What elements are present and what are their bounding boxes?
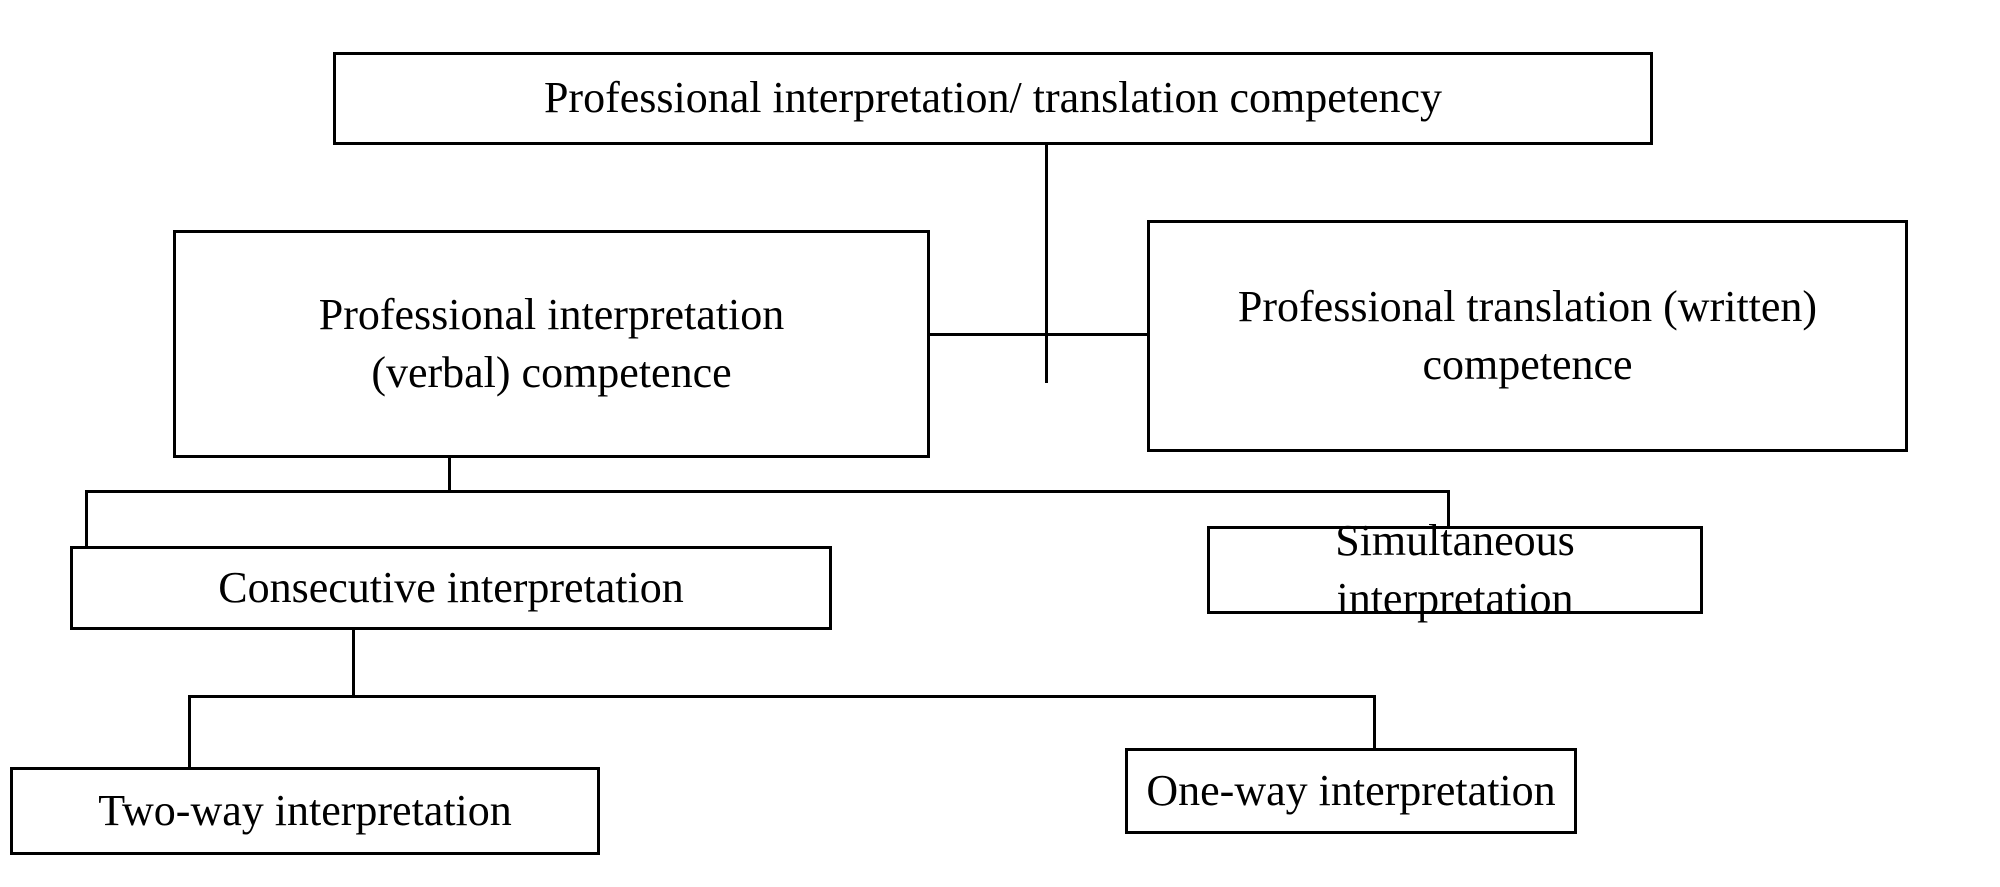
- node-label-consecutive: Consecutive interpretation: [218, 562, 684, 612]
- node-two-way-interpretation: Two-way interpretation: [10, 767, 600, 855]
- node-label-one-way: One-way interpretation: [1146, 765, 1556, 815]
- node-one-way-interpretation: One-way interpretation: [1125, 748, 1577, 834]
- node-label-simultaneous: Simultaneous interpretation: [1335, 515, 1575, 623]
- connector-level2-bar: [930, 333, 1150, 336]
- connector-simultaneous-drop: [1447, 490, 1450, 557]
- node-label-interpretation: Professional interpretation (verbal) com…: [318, 289, 785, 397]
- connector-two-way-drop: [188, 695, 191, 771]
- node-simultaneous-interpretation: Simultaneous interpretation: [1207, 516, 1703, 623]
- connector-level3-bar: [85, 490, 1450, 493]
- node-professional-translation: Professional translation (written) compe…: [1147, 220, 1908, 452]
- node-consecutive-interpretation: Consecutive interpretation: [70, 546, 832, 630]
- connector-one-way-drop: [1373, 695, 1376, 772]
- connector-consecutive-stem: [352, 620, 355, 696]
- connector-root-stem: [1045, 145, 1048, 383]
- connector-level4-bar: [188, 695, 1376, 698]
- node-label-two-way: Two-way interpretation: [98, 785, 512, 835]
- connector-consecutive-drop: [85, 490, 88, 558]
- node-professional-interpretation: Professional interpretation (verbal) com…: [173, 230, 930, 458]
- node-label-translation: Professional translation (written) compe…: [1237, 281, 1818, 389]
- node-label-root: Professional interpretation/ translation…: [543, 73, 1443, 123]
- node-professional-competency: Professional interpretation/ translation…: [333, 52, 1653, 145]
